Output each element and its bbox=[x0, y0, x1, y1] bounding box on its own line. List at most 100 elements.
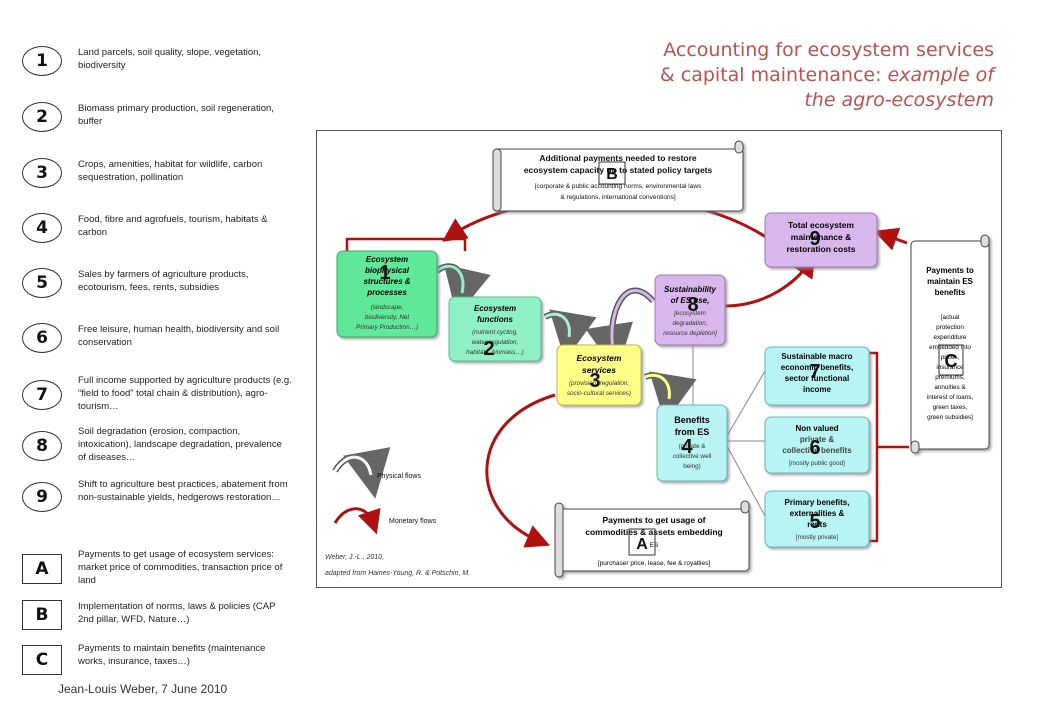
scroll-c-key: C bbox=[945, 351, 958, 371]
box-3-title-2: services bbox=[582, 365, 616, 375]
box-6-title-2: private & bbox=[800, 435, 834, 444]
scroll-a-title-1: Payments to get usage of bbox=[603, 515, 706, 525]
legend-text: Crops, amenities, habitat for wildlife, … bbox=[78, 159, 263, 183]
scroll-b-sub-1: [corporate & public accounting norms, en… bbox=[535, 183, 702, 190]
scroll-b-key: B bbox=[606, 166, 618, 183]
box-5-sub-1: [mostly private] bbox=[796, 534, 839, 541]
legend-badge: 2 bbox=[22, 102, 62, 132]
legend-text: Implementation of norms, laws & policies… bbox=[78, 601, 276, 625]
box-8-title-2: of ES use, bbox=[671, 296, 710, 305]
monetary-bracket-top bbox=[345, 237, 467, 251]
scroll-c-line: green taxes, bbox=[933, 404, 968, 411]
box-6-non-valued-benefits bbox=[764, 416, 870, 474]
legend-text: Full income supported by agriculture pro… bbox=[78, 375, 292, 412]
box-2-key: 2 bbox=[483, 338, 494, 360]
box-5-title-2: externalities & bbox=[790, 509, 845, 518]
box-2-sub-2: water regulation, bbox=[472, 339, 519, 346]
scroll-c-line: prices, bbox=[941, 354, 960, 361]
physical-flows-legend-icon bbox=[332, 447, 391, 499]
ecosystem-accounting-diagram: Additional payments needed to restore ec… bbox=[316, 130, 1002, 588]
legend-text: Shift to agriculture best practices, aba… bbox=[78, 479, 288, 503]
box-7-title-1: Sustainable macro bbox=[781, 352, 852, 361]
scroll-c-line: insurance bbox=[936, 364, 964, 371]
box-6-title-3: collective benefits bbox=[782, 446, 852, 455]
box-3-sub-2: socio-cultural services) bbox=[567, 390, 631, 397]
box-1-title-3: structures & bbox=[363, 277, 410, 286]
box-2-title-2: functions bbox=[477, 315, 514, 324]
legend-badge: C bbox=[22, 645, 62, 675]
box-1-title-4: processes bbox=[366, 288, 407, 297]
box-1-title-1: Ecosystem bbox=[366, 255, 408, 264]
legend-text: Sales by farmers of agriculture products… bbox=[78, 269, 249, 293]
scroll-c-title-3: benefits bbox=[935, 288, 966, 297]
physical-arrow-2-3-fill bbox=[544, 312, 571, 338]
box-2-sub-1: (nutrient cycling, bbox=[472, 329, 518, 336]
scroll-c-title-2: maintain ES bbox=[927, 277, 973, 286]
scroll-b-title-1: Additional payments needed to restore bbox=[539, 153, 697, 163]
physical-arrow-8-3-fill bbox=[610, 289, 655, 350]
legend-badge: 3 bbox=[22, 158, 62, 188]
box-5-primary-benefits bbox=[764, 490, 870, 548]
scroll-c-line: premiums, bbox=[935, 374, 965, 381]
scroll-c-line: embedded into bbox=[929, 344, 971, 351]
box-1-sub-3: Primary Production…) bbox=[356, 324, 418, 331]
page-title: Accounting for ecosystem services & capi… bbox=[514, 38, 994, 113]
scroll-c-title-1: Payments to bbox=[926, 266, 974, 275]
box-6-title-1: Non valued bbox=[795, 424, 838, 433]
box-6-sub-1: [mostly public good] bbox=[789, 460, 845, 467]
box-1-key: 1 bbox=[379, 262, 390, 284]
box-1-title-2: biophysical bbox=[365, 266, 410, 275]
box-2-title-1: Ecosystem bbox=[474, 304, 516, 313]
legend-badge: 4 bbox=[22, 213, 62, 243]
scroll-a-key-frame bbox=[628, 528, 656, 556]
box-1-sub-2: biodiversity, Net bbox=[365, 314, 410, 321]
scroll-a-sub-1: [purchaser price, lease, fee & royalties… bbox=[598, 560, 711, 567]
box-9-total-maintenance-costs bbox=[764, 212, 878, 268]
box-4-sub-1: (private & bbox=[679, 443, 707, 450]
physical-arrow-1-2-fill bbox=[436, 264, 465, 294]
legend-text: Food, fibre and agrofuels, tourism, habi… bbox=[78, 214, 268, 238]
physical-flows-legend-icon-fill bbox=[333, 455, 373, 476]
box-7-sustainable-macro-benefits bbox=[764, 346, 870, 406]
title-line-3: the agro-ecosystem bbox=[804, 89, 994, 111]
physical-arrow-3-4 bbox=[643, 371, 697, 423]
footer-credit: Jean-Louis Weber, 7 June 2010 bbox=[58, 682, 228, 696]
physical-arrow-8-3 bbox=[585, 287, 656, 373]
monetary-flows-legend-icon bbox=[333, 507, 381, 535]
box-3-ecosystem-services bbox=[556, 344, 642, 406]
monetary-arrow-from-c bbox=[873, 227, 908, 251]
monetary-flows-legend-label: Monetary flows bbox=[389, 518, 437, 525]
box-5-title-1: Primary benefits, bbox=[785, 498, 850, 507]
box-4-sub-2: collective well bbox=[673, 453, 712, 460]
box-8-sustainability bbox=[654, 274, 726, 346]
box-7-key: 7 bbox=[809, 361, 820, 383]
monetary-arrow-to-restoration bbox=[724, 253, 816, 308]
scroll-a-key: A bbox=[636, 536, 648, 553]
scroll-b-sub-2: & regulations, international conventions… bbox=[560, 194, 675, 201]
box-4-sub-3: being) bbox=[683, 463, 701, 470]
box-9-title-2: maintenance & bbox=[791, 232, 851, 242]
title-line-2: & capital maintenance: example of bbox=[659, 64, 994, 86]
box-6-key: 6 bbox=[809, 437, 820, 459]
scroll-c-line: expenditure bbox=[934, 334, 967, 341]
box-8-sub-2: degradation, bbox=[672, 320, 707, 327]
diagram-canvas: Additional payments needed to restore ec… bbox=[325, 140, 990, 578]
legend-badge: 6 bbox=[22, 323, 62, 353]
legend-text: Payments to maintain benefits (maintenan… bbox=[78, 643, 266, 667]
legend-text: Land parcels, soil quality, slope, veget… bbox=[78, 47, 262, 71]
box-2-sub-3: habitats, biomass…) bbox=[466, 349, 523, 356]
box-4-key: 4 bbox=[681, 436, 693, 458]
legend-text: Payments to get usage of ecosystem servi… bbox=[78, 549, 283, 586]
box-4-title-2: from ES bbox=[675, 427, 710, 437]
scroll-c-line: [actual bbox=[941, 314, 960, 321]
scroll-c-line: green subsidies] bbox=[927, 414, 973, 421]
scroll-c-line: annuities & bbox=[934, 384, 966, 391]
legend-text: Biomass primary production, soil regener… bbox=[78, 103, 274, 127]
box-8-key: 8 bbox=[687, 294, 698, 316]
box-1-biophysical-structures bbox=[336, 250, 438, 338]
legend-text: Soil degradation (erosion, compaction, i… bbox=[78, 426, 282, 463]
box-4-benefits-from-es bbox=[656, 404, 728, 482]
box-7-title-2: economic benefits, bbox=[781, 363, 853, 372]
box-1-sub-1: (landscape, bbox=[371, 304, 404, 311]
box-5-key: 5 bbox=[809, 511, 820, 533]
